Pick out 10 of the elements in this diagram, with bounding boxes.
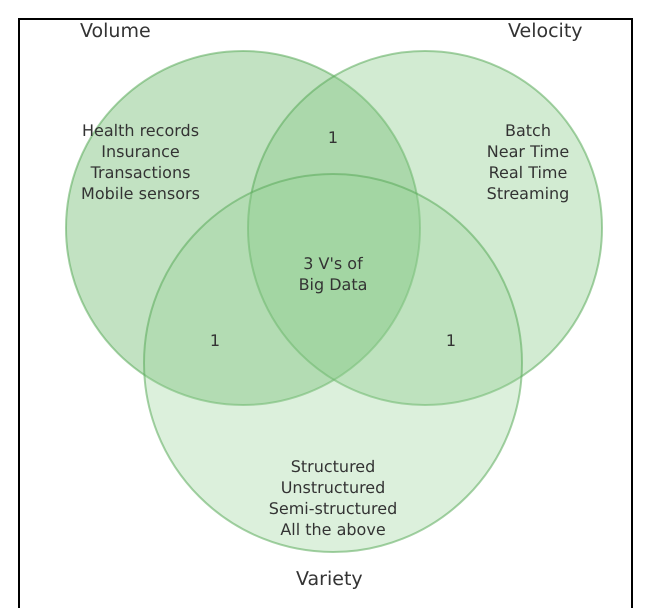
overlap-count: 1 <box>444 330 458 351</box>
overlap-count: 1 <box>326 127 340 148</box>
set-items: Health records Insurance Transactions Mobile sensors <box>80 120 201 204</box>
set-items: Batch Near Time Real Time Streaming <box>486 120 570 204</box>
overlap-count: 1 <box>208 330 222 351</box>
center-label: 3 V's of Big Data <box>298 253 368 295</box>
set-items: Structured Unstructured Semi-structured All the above <box>268 456 398 540</box>
set-heading: Volume <box>80 20 151 42</box>
set-heading: Variety <box>296 568 363 590</box>
set-heading: Velocity <box>508 20 583 42</box>
